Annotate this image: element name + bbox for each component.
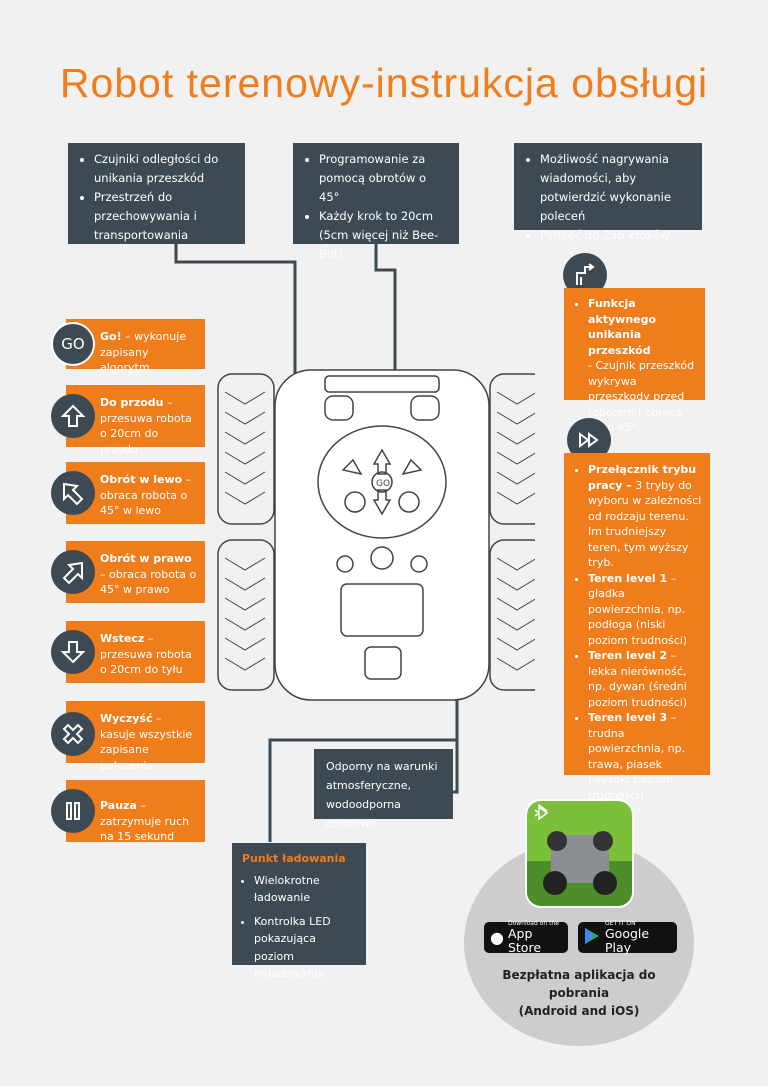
mode-level-3: Teren level 3 – trudna powierzchnia, np.… [588, 710, 702, 803]
obstacle-feature-text: Funkcja aktywnego unikania przeszkód- Cz… [588, 296, 697, 436]
app-icon[interactable] [525, 799, 634, 908]
feature-text: Pamięć do 256 kroków [540, 226, 694, 245]
obstacle-feature-box: Funkcja aktywnego unikania przeszkód- Cz… [564, 288, 705, 434]
google-play-badge[interactable]: GET IT ON Google Play [578, 920, 677, 955]
label-bold: Obrót w lewo [100, 473, 183, 486]
label-text: – gładka powierzchnia, np. podłoga (nisk… [588, 571, 688, 647]
button-back-label: Wstecz – przesuwa robota o 20cm do tyłu [66, 621, 205, 683]
feature-text: Przestrzeń do przechowywania i transport… [94, 188, 235, 245]
label-text: – obraca robota o 45° w prawo [100, 567, 197, 597]
label-text: – obraca robota o 45° w lewo [100, 473, 192, 517]
google-play-icon [584, 927, 600, 949]
feature-text: Możliwość nagrywania wiadomości, aby pot… [540, 150, 694, 226]
button-forward-label: Do przodu – przesuwa robota o 20cm do pr… [66, 385, 205, 456]
button-clear-label: Wyczyść – kasuje wszystkie zapisane pole… [66, 701, 205, 772]
mode-level-1: Teren level 1 – gładka powierzchnia, np.… [588, 571, 702, 649]
app-store-badge[interactable]: ● Download on the App Store [484, 920, 568, 955]
label-text: – przesuwa robota o 20cm do tyłu [100, 632, 192, 676]
svg-text:GO: GO [376, 479, 390, 489]
page-title: Robot terenowy-instrukcja obsługi [59, 60, 709, 106]
feature-box-memory: Możliwość nagrywania wiadomości, aby pot… [514, 143, 702, 242]
weatherproof-text: Odporny na warunki atmosferyczne, wodood… [326, 760, 438, 830]
label-text: – przesuwa robota o 20cm do przodu [100, 396, 192, 456]
label-bold: Funkcja aktywnego unikania przeszkód [588, 297, 657, 357]
label-bold: Pauza [100, 799, 137, 812]
clear-icon [51, 712, 95, 756]
app-store-big-text: App Store [507, 926, 542, 955]
label-bold: Do przodu [100, 396, 164, 409]
apple-icon: ● [490, 928, 504, 947]
label-text: – wykonuje zapisany algorytm [100, 330, 187, 374]
app-caption-line2: (Android and iOS) [518, 1004, 640, 1018]
weatherproof-box: Odporny na warunki atmosferyczne, wodood… [314, 749, 453, 830]
label-bold: Teren level 1 [588, 571, 668, 585]
label-bold: Go! [100, 330, 122, 343]
google-play-small-text: GET IT ON [605, 920, 636, 927]
label-text: – zatrzymuje ruch na 15 sekund [100, 799, 190, 843]
mode-intro: Przełącznik trybu pracy – 3 tryby do wyb… [588, 462, 702, 571]
robot-illustration: GO [217, 369, 535, 701]
charging-box: Punkt ładowania Wielokrotne ładowanie Ko… [232, 843, 366, 980]
mode-level-2: Teren level 2 – lekka nierówność, np. dy… [588, 648, 702, 710]
feature-text: Programowanie za pomocą obrotów o 45° [319, 150, 449, 207]
label-bold: Wyczyść [100, 712, 153, 725]
label-text: – trudna powierzchnia, np. trawa, piasek… [588, 711, 686, 802]
label-text: – kasuje wszystkie zapisane polecenia [100, 712, 193, 772]
label-text: - Czujnik przeszkód wykrywa przeszkody p… [588, 359, 695, 434]
feature-text: Czujniki odległości do unikania przeszkó… [94, 150, 235, 188]
label-bold: Teren level 3 [588, 711, 668, 724]
pause-icon [51, 789, 95, 833]
label-text: 3 tryby do wyboru w zależności od rodzaj… [588, 478, 702, 570]
app-store-small-text: Download on the [507, 920, 559, 927]
label-text: – lekka nierówność, np. dywan (średni po… [588, 649, 688, 709]
charging-item: Kontrolka LED pokazująca poziom naładowa… [254, 913, 358, 983]
charging-item: Wielokrotne ładowanie [254, 872, 358, 907]
app-caption-line1: Bezpłatna aplikacja do pobrania [502, 968, 656, 1000]
google-play-big-text: Google Play [605, 926, 650, 955]
feature-text: Każdy krok to 20cm (5cm więcej niż Bee-B… [319, 207, 449, 264]
charging-title: Punkt ładowania [242, 852, 346, 865]
arrow-down-icon [51, 630, 95, 674]
feature-box-sensors: Czujniki odległości do unikania przeszkó… [68, 143, 245, 244]
button-pause-label: Pauza – zatrzymuje ruch na 15 sekund [66, 780, 205, 843]
mode-switch-box: Przełącznik trybu pracy – 3 tryby do wyb… [564, 453, 710, 802]
arrow-up-icon [51, 394, 95, 438]
label-bold: Przełącznik trybu pracy – [588, 463, 697, 492]
label-bold: Teren level 2 [588, 649, 668, 662]
turn-left-icon [51, 471, 95, 515]
go-icon: GO [51, 322, 95, 366]
label-bold: Obrót w prawo [100, 552, 192, 565]
turn-right-icon [51, 550, 95, 594]
app-caption: Bezpłatna aplikacja do pobrania (Android… [474, 966, 684, 1020]
feature-box-programming: Programowanie za pomocą obrotów o 45° Ka… [293, 143, 459, 261]
label-bold: Wstecz [100, 632, 145, 645]
